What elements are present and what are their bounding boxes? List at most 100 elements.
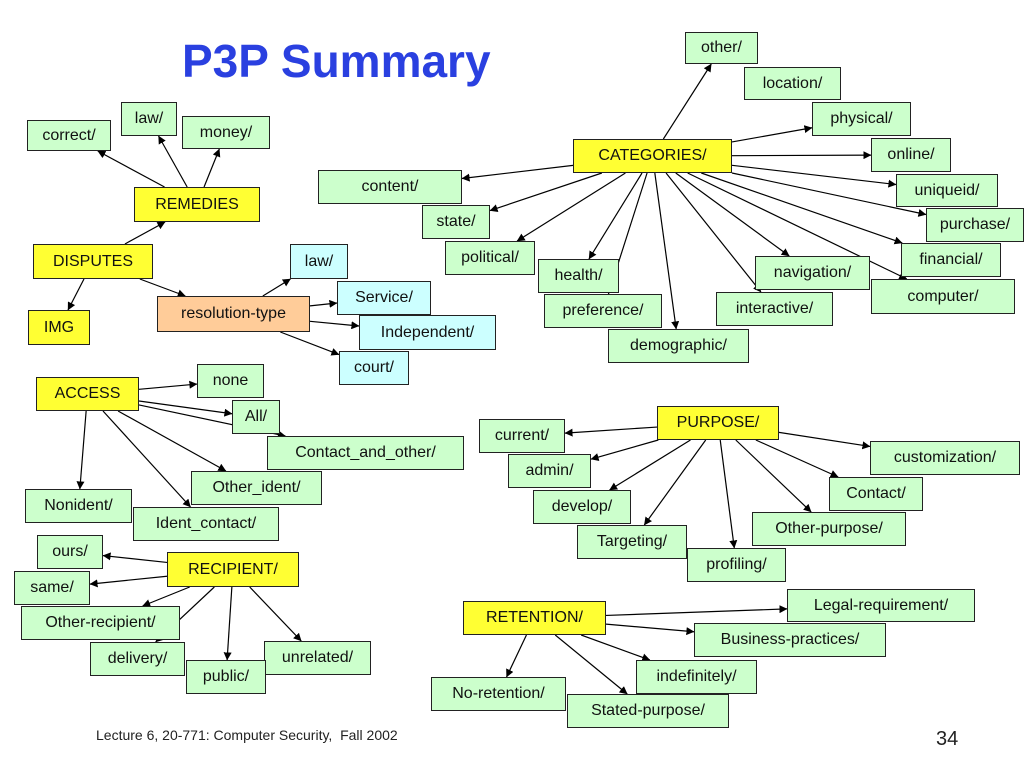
arrow-recipient-to-rec_other_recipient bbox=[142, 586, 190, 607]
node-purpose-current: current/ bbox=[479, 419, 565, 453]
arrow-categories-to-cat_online bbox=[731, 151, 872, 160]
node-purpose-targeting: Targeting/ bbox=[577, 525, 687, 559]
slide-footer: Lecture 6, 20-771: Computer Security, Fa… bbox=[96, 727, 398, 743]
node-category-online: online/ bbox=[871, 138, 951, 172]
node-category-preference: preference/ bbox=[544, 294, 662, 328]
node-retention-legal-requirement: Legal-requirement/ bbox=[787, 589, 975, 622]
node-category-purchase: purchase/ bbox=[926, 208, 1024, 242]
node-purpose-develop: develop/ bbox=[533, 490, 631, 524]
arrow-recipient-to-rec_same bbox=[89, 575, 168, 588]
node-category-physical: physical/ bbox=[812, 102, 911, 136]
arrow-disputes-to-img bbox=[67, 278, 85, 311]
arrow-categories-to-cat_navigation bbox=[675, 172, 790, 257]
node-retention-business-practices: Business-practices/ bbox=[694, 623, 886, 657]
arrow-resolution_type-to-res_service bbox=[309, 299, 338, 308]
node-resolution-independent: Independent/ bbox=[359, 315, 496, 350]
node-access-other-ident: Other_ident/ bbox=[191, 471, 322, 505]
node-access: ACCESS bbox=[36, 377, 139, 411]
node-purpose-other-purpose: Other-purpose/ bbox=[752, 512, 906, 546]
node-img: IMG bbox=[28, 310, 90, 345]
node-category-other: other/ bbox=[685, 32, 758, 64]
arrow-retention-to-ret_business bbox=[605, 623, 695, 636]
node-recipient-delivery: delivery/ bbox=[90, 642, 185, 676]
arrow-categories-to-cat_health bbox=[588, 172, 643, 260]
arrow-recipient-to-rec_unrelated bbox=[249, 586, 302, 642]
node-recipient-ours: ours/ bbox=[37, 535, 103, 569]
slide-number: 34 bbox=[936, 728, 959, 750]
node-categories: CATEGORIES/ bbox=[573, 139, 732, 173]
arrow-categories-to-cat_interactive bbox=[665, 172, 762, 293]
node-category-health: health/ bbox=[538, 259, 619, 293]
node-category-navigation: navigation/ bbox=[755, 256, 870, 290]
arrow-remedies-to-remedies_law bbox=[158, 135, 188, 188]
node-recipient: RECIPIENT/ bbox=[167, 552, 299, 587]
arrow-resolution_type-to-res_law bbox=[262, 278, 291, 297]
node-access-contact-and-other: Contact_and_other/ bbox=[267, 436, 464, 470]
arrow-purpose-to-pur_develop bbox=[609, 439, 691, 491]
node-purpose: PURPOSE/ bbox=[657, 406, 779, 440]
node-access-none: none bbox=[197, 364, 264, 398]
node-purpose-customization: customization/ bbox=[870, 441, 1020, 475]
arrow-retention-to-ret_legal bbox=[605, 605, 788, 617]
node-resolution-type: resolution-type bbox=[157, 296, 310, 332]
arrow-categories-to-cat_other bbox=[662, 63, 712, 140]
arrow-categories-to-cat_uniqueid bbox=[731, 164, 897, 188]
arrow-purpose-to-pur_current bbox=[564, 426, 658, 437]
node-remedies-correct: correct/ bbox=[27, 120, 111, 151]
arrow-access-to-acc_nonident bbox=[76, 410, 87, 490]
node-category-computer: computer/ bbox=[871, 279, 1015, 314]
arrow-purpose-to-pur_targeting bbox=[643, 439, 707, 526]
node-purpose-profiling: profiling/ bbox=[687, 548, 786, 582]
node-access-ident-contact: Ident_contact/ bbox=[133, 507, 279, 541]
arrow-retention-to-ret_stated bbox=[554, 634, 628, 695]
arrow-remedies-to-remedies_correct bbox=[97, 150, 165, 188]
node-category-interactive: interactive/ bbox=[716, 292, 833, 326]
arrow-purpose-to-pur_admin bbox=[590, 439, 659, 461]
node-resolution-law: law/ bbox=[290, 244, 348, 279]
node-remedies-law: law/ bbox=[121, 102, 177, 136]
arrow-retention-to-ret_indefinitely bbox=[580, 634, 651, 662]
node-recipient-other-recipient: Other-recipient/ bbox=[21, 606, 180, 640]
arrow-categories-to-cat_content bbox=[461, 164, 574, 182]
node-purpose-contact: Contact/ bbox=[829, 477, 923, 511]
slide-title: P3P Summary bbox=[182, 35, 491, 87]
arrow-categories-to-cat_political bbox=[516, 172, 626, 242]
node-category-political: political/ bbox=[445, 241, 535, 275]
arrow-remedies-to-remedies_money bbox=[203, 148, 221, 188]
node-access-all: All/ bbox=[232, 400, 280, 434]
node-category-content: content/ bbox=[318, 170, 462, 204]
arrow-retention-to-ret_no_retention bbox=[506, 634, 527, 678]
arrow-disputes-to-resolution_type bbox=[139, 278, 186, 298]
node-category-location: location/ bbox=[744, 67, 841, 100]
node-retention-no-retention: No-retention/ bbox=[431, 677, 566, 711]
arrow-categories-to-cat_physical bbox=[731, 125, 813, 143]
arrow-disputes-to-remedies bbox=[124, 221, 166, 245]
arrow-access-to-acc_all bbox=[138, 400, 233, 417]
node-retention: RETENTION/ bbox=[463, 601, 606, 635]
arrow-access-to-acc_other_ident bbox=[117, 410, 227, 472]
arrow-categories-to-cat_financial bbox=[701, 172, 903, 245]
node-resolution-court: court/ bbox=[339, 351, 409, 385]
arrow-categories-to-cat_computer bbox=[687, 172, 908, 280]
arrow-access-to-acc_ident_contact bbox=[102, 410, 191, 508]
node-category-financial: financial/ bbox=[901, 243, 1001, 277]
arrow-purpose-to-pur_customization bbox=[778, 431, 871, 450]
arrow-categories-to-cat_demographic bbox=[654, 172, 680, 330]
node-recipient-public: public/ bbox=[186, 660, 266, 694]
node-recipient-unrelated: unrelated/ bbox=[264, 641, 371, 675]
arrow-categories-to-cat_state bbox=[489, 172, 603, 212]
node-resolution-service: Service/ bbox=[337, 281, 431, 315]
node-disputes: DISPUTES bbox=[33, 244, 153, 279]
arrow-categories-to-cat_purchase bbox=[731, 172, 927, 217]
arrow-purpose-to-pur_other_purpose bbox=[735, 439, 812, 513]
node-retention-indefinitely: indefinitely/ bbox=[636, 660, 757, 694]
node-category-state: state/ bbox=[422, 205, 490, 239]
node-recipient-same: same/ bbox=[14, 571, 90, 605]
node-category-uniqueid: uniqueid/ bbox=[896, 174, 998, 207]
node-retention-stated-purpose: Stated-purpose/ bbox=[567, 694, 729, 728]
arrow-purpose-to-pur_profiling bbox=[719, 439, 738, 549]
node-purpose-admin: admin/ bbox=[508, 454, 591, 488]
node-remedies: REMEDIES bbox=[134, 187, 260, 222]
node-category-demographic: demographic/ bbox=[608, 329, 749, 363]
